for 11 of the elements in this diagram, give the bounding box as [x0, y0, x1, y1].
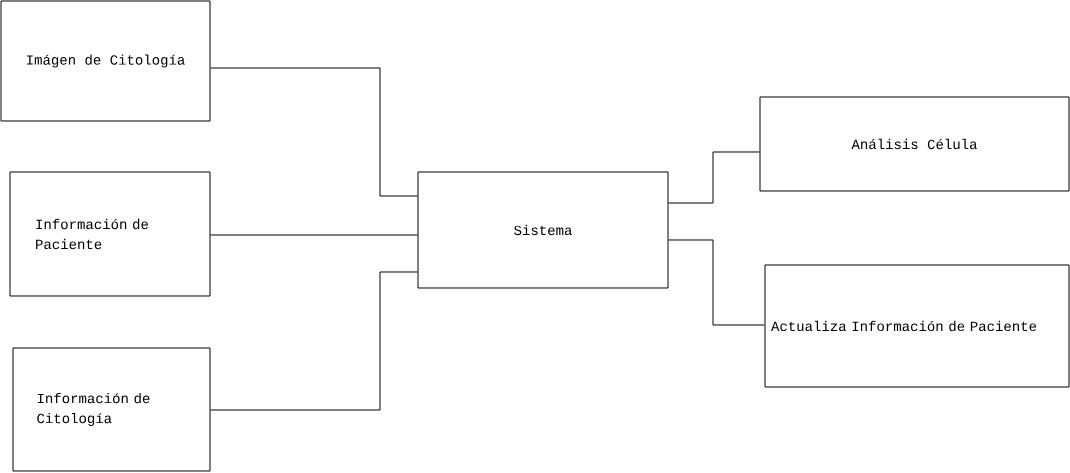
- connector-line: [668, 151, 760, 204]
- process-box: Información de Paciente: [9, 171, 211, 297]
- process-box: Sistema: [417, 171, 669, 289]
- process-box: Análisis Célula: [759, 96, 1070, 192]
- process-box: Información de Citología: [12, 347, 211, 472]
- connector-line: [210, 234, 418, 236]
- connector-line: [210, 271, 418, 411]
- process-box: Actualiza Información de Paciente: [764, 264, 1070, 388]
- connector-line: [668, 239, 765, 326]
- process-box: Imágen de Citología: [0, 0, 211, 122]
- connector-line: [210, 67, 418, 197]
